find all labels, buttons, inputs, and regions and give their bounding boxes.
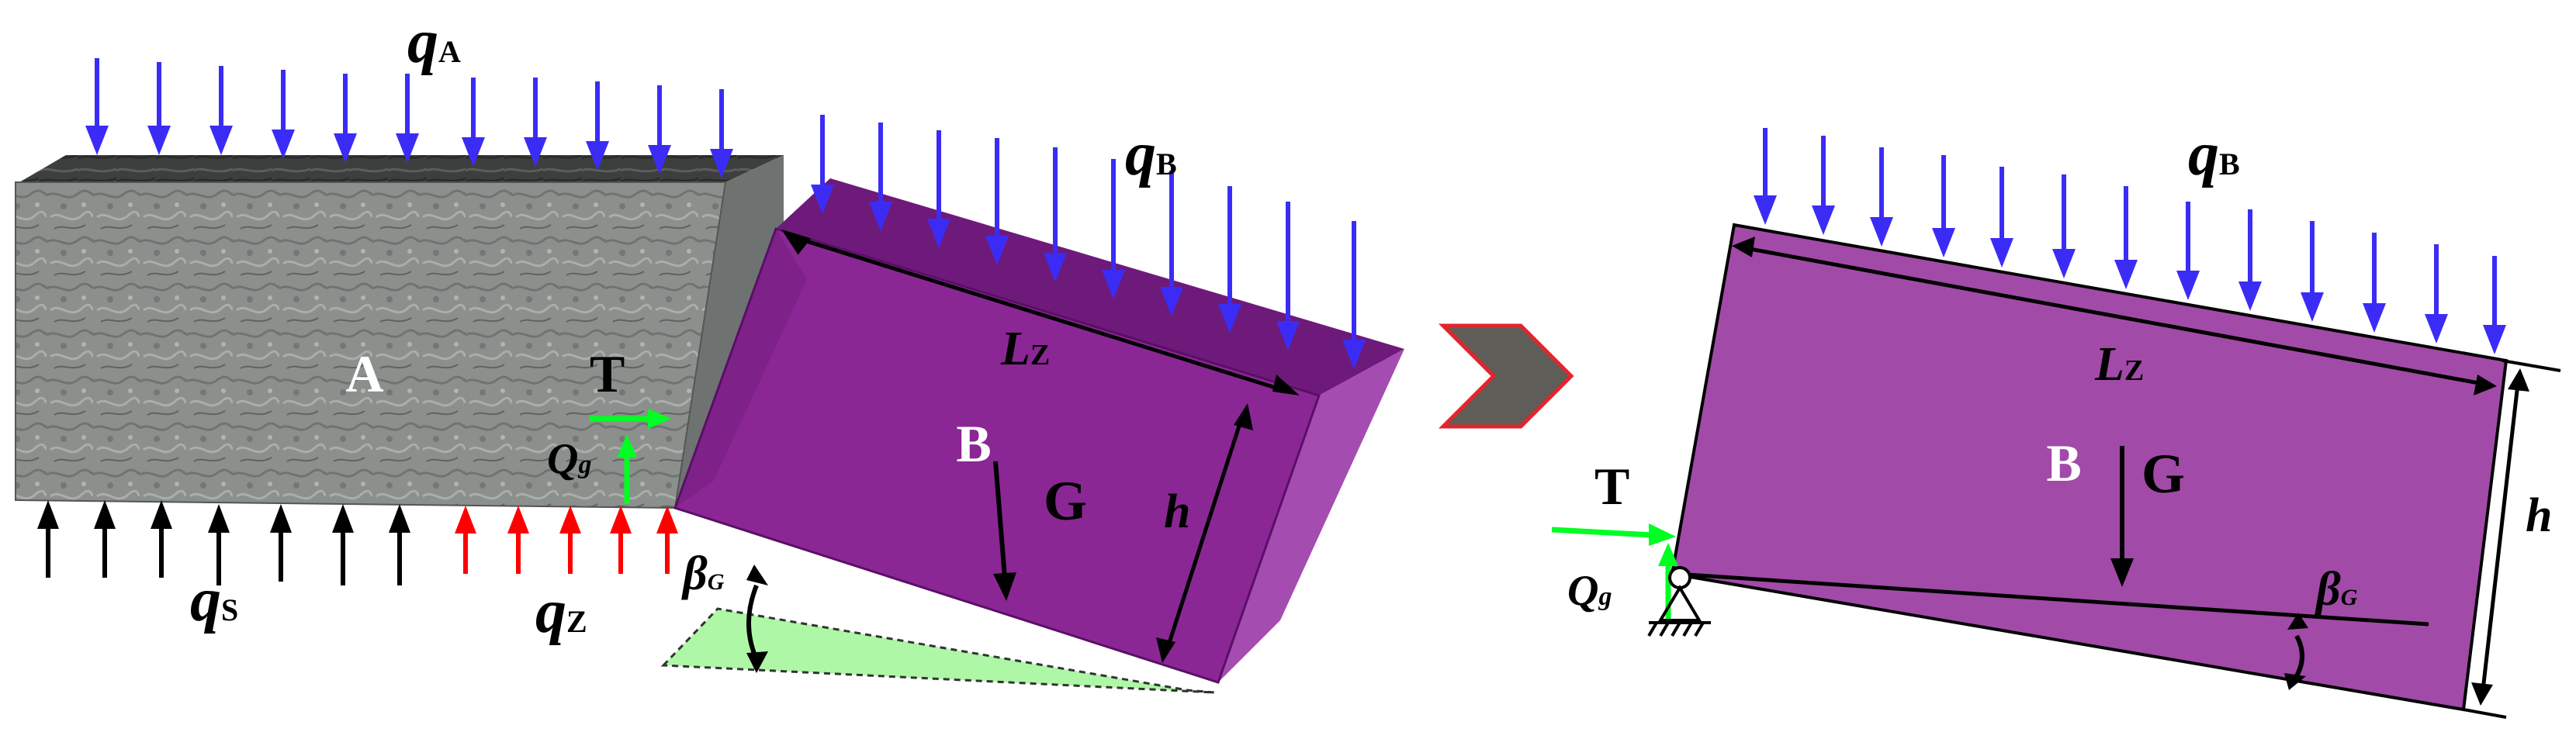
pin-support-icon xyxy=(1647,566,1711,637)
block-b-label-left: B xyxy=(956,414,991,473)
qz-label: qZ xyxy=(535,578,587,646)
qg-label-right: Qg xyxy=(1567,567,1612,615)
lz-label-left: LZ xyxy=(1000,323,1050,375)
support-arrows-qs xyxy=(37,500,410,585)
block-a xyxy=(15,155,784,509)
beta-angle-left xyxy=(746,565,768,673)
qg-force-left xyxy=(617,434,637,504)
lz-dimension-left xyxy=(781,229,1300,395)
block-b-label-right: B xyxy=(2046,433,2081,492)
base-reference-line xyxy=(1675,572,2429,627)
h-label-right: h xyxy=(2526,489,2552,542)
load-arrows-qa xyxy=(85,58,733,178)
qg-force-right xyxy=(1658,543,1678,620)
transition-chevron xyxy=(1438,323,1574,429)
qa-label: qA xyxy=(407,8,461,76)
h-dimension-right xyxy=(2471,368,2529,706)
support-arrows-qz xyxy=(455,506,678,574)
qb-label-left: qB xyxy=(1125,120,1177,188)
qg-label-left: Qg xyxy=(547,435,591,483)
h-extension-bottom xyxy=(2463,708,2507,719)
g-label-right: G xyxy=(2141,443,2185,505)
qs-label: qS xyxy=(190,566,238,634)
t-force-right xyxy=(1551,523,1676,546)
h-label-left: h xyxy=(1164,485,1190,538)
t-label-left: T xyxy=(590,344,625,403)
lz-dimension-right xyxy=(1732,237,2497,395)
gravity-arrow-left xyxy=(993,461,1016,601)
t-force-left xyxy=(590,409,671,429)
block-b-3d xyxy=(673,178,1404,684)
beta-angle-right xyxy=(2284,613,2308,690)
beta-label-left: βG xyxy=(681,547,725,600)
load-arrows-qb-left xyxy=(811,115,1366,369)
block-b-2d xyxy=(1670,223,2508,712)
ground-wedge xyxy=(660,607,1215,694)
h-dimension-left xyxy=(1156,403,1253,663)
qb-label-right: qB xyxy=(2188,120,2240,188)
beta-label-right: βG xyxy=(2315,563,2358,616)
block-a-label: A xyxy=(345,344,383,403)
load-arrows-qb-right xyxy=(1754,128,2506,354)
t-label-right: T xyxy=(1594,457,1629,516)
h-extension-top xyxy=(2502,359,2561,372)
lz-label-right: LZ xyxy=(2094,338,2144,391)
gravity-arrow-right xyxy=(2110,446,2134,587)
g-label-left: G xyxy=(1044,470,1087,532)
